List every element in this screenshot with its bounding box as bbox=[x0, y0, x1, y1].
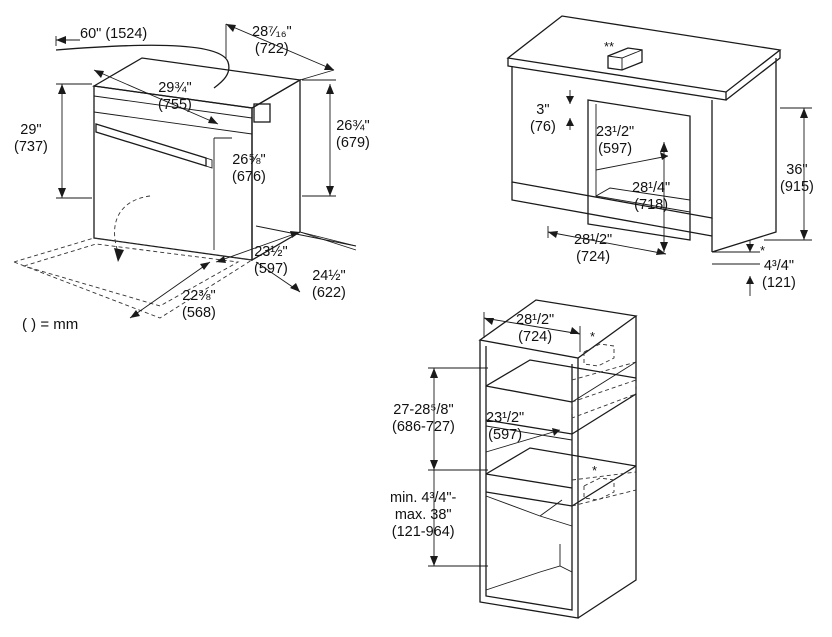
door-open-outline bbox=[12, 237, 254, 319]
counter-height-label: 36" (915) bbox=[780, 162, 814, 196]
countertop bbox=[506, 15, 782, 93]
uc-opening-height-mm: (718) bbox=[634, 197, 669, 213]
oven-width-label: 29¾" (755) bbox=[158, 80, 192, 114]
cord-length-in: 60" bbox=[80, 26, 102, 42]
tall-cabinet-drawing bbox=[428, 299, 638, 619]
inner-height-mm: (676) bbox=[232, 169, 266, 185]
tc-base-height-line2: max. 38" bbox=[394, 507, 452, 523]
tc-opening-width-in: 23¹/2" bbox=[486, 410, 525, 426]
body-height-mm: (679) bbox=[336, 135, 370, 151]
oven-width-in: 29¾" bbox=[158, 80, 192, 96]
receptacle-marker-double: ** bbox=[604, 39, 615, 54]
oven-width-mm: (755) bbox=[158, 97, 192, 113]
mount-bracket bbox=[253, 103, 271, 123]
oven-height-label: 29" (737) bbox=[14, 122, 48, 156]
door-handle bbox=[95, 123, 207, 167]
floor-gap-label: 4³/4" (121) bbox=[762, 258, 796, 292]
tc-opening-width-mm: (597) bbox=[488, 427, 523, 443]
tc-marker-bottom: * bbox=[592, 463, 598, 478]
uc-cabinet-width-mm: (724) bbox=[576, 249, 611, 265]
receptacle-box bbox=[607, 47, 643, 71]
uc-opening-width-mm: (597) bbox=[598, 141, 633, 157]
door-swing-mm: (568) bbox=[182, 305, 216, 321]
counter-height-in: 36" bbox=[786, 162, 808, 178]
under-counter-cabinet-drawing bbox=[506, 15, 812, 296]
total-depth-label: 28⁷⁄₁₆" (722) bbox=[252, 24, 292, 58]
uc-opening-height-in: 28¹/4" bbox=[632, 180, 671, 196]
counter-height-mm: (915) bbox=[780, 179, 814, 195]
oven-height-in: 29" bbox=[20, 122, 42, 138]
inner-height-in: 26⅝" bbox=[232, 152, 266, 168]
tc-base-height-mm: (121-964) bbox=[391, 524, 455, 540]
tc-base-height-label: min. 4³/4"- max. 38" (121-964) bbox=[390, 490, 456, 541]
cord-length-mm: (1524) bbox=[105, 26, 148, 42]
uc-opening-height-label: 28¹/4" (718) bbox=[632, 180, 670, 214]
door-swing-in: 22⅜" bbox=[182, 288, 216, 304]
total-depth-in: 28⁷⁄₁₆" bbox=[252, 24, 292, 40]
inner-height-label: 26⅝" (676) bbox=[232, 152, 266, 186]
floor-gap-marker: * bbox=[760, 243, 766, 258]
uc-opening-width-in: 23¹/2" bbox=[596, 124, 635, 140]
body-height-label: 26¾" (679) bbox=[336, 118, 370, 152]
uc-opening-width-label: 23¹/2" (597) bbox=[596, 124, 634, 158]
body-width-in: 23½" bbox=[254, 244, 288, 260]
door-swing-label: 22⅜" (568) bbox=[182, 288, 216, 322]
receptacle-box-top bbox=[583, 343, 615, 367]
tc-cabinet-width-mm: (724) bbox=[518, 329, 553, 345]
body-depth-mm: (622) bbox=[312, 285, 346, 301]
upper-dashed-outline bbox=[571, 379, 637, 419]
oven-opening bbox=[587, 99, 691, 241]
tc-cabinet-width-label: 28¹/2" (724) bbox=[516, 312, 554, 346]
tc-base-height-line1: min. 4³/4"- bbox=[390, 490, 457, 506]
top-gap-in: 3" bbox=[536, 102, 550, 118]
power-cord bbox=[55, 44, 230, 89]
top-gap-label: 3" (76) bbox=[530, 102, 556, 136]
tc-opening-height-mm: (686-727) bbox=[392, 419, 455, 435]
units-legend: ( ) = mm bbox=[22, 316, 79, 333]
tc-opening-width-label: 23¹/2" (597) bbox=[486, 410, 524, 444]
tc-opening-height-label: 27-28⁵/8" (686-727) bbox=[392, 402, 455, 436]
receptacle-box-bottom bbox=[583, 477, 615, 501]
uc-cabinet-width-label: 28¹/2" (724) bbox=[574, 232, 612, 266]
floor-gap-mm: (121) bbox=[762, 275, 796, 291]
oven-drawing bbox=[12, 23, 357, 319]
tall-cabinet-top bbox=[478, 299, 638, 359]
top-gap-mm: (76) bbox=[530, 119, 556, 135]
oven-height-mm: (737) bbox=[14, 139, 48, 155]
total-depth-mm: (722) bbox=[254, 41, 289, 57]
body-depth-in: 24½" bbox=[312, 268, 346, 284]
body-depth-label: 24½" (622) bbox=[312, 268, 346, 302]
uc-cabinet-width-in: 28¹/2" bbox=[574, 232, 613, 248]
body-height-in: 26¾" bbox=[336, 118, 370, 134]
tc-opening-height-in: 27-28⁵/8" bbox=[393, 402, 454, 418]
body-width-mm: (597) bbox=[254, 261, 288, 277]
tc-marker-top: * bbox=[590, 329, 596, 344]
floor-gap-in: 4³/4" bbox=[763, 258, 794, 274]
cord-length-label: 60" (1524) bbox=[80, 26, 147, 43]
body-width-label: 23½" (597) bbox=[254, 244, 288, 278]
tc-cabinet-width-in: 28¹/2" bbox=[516, 312, 555, 328]
